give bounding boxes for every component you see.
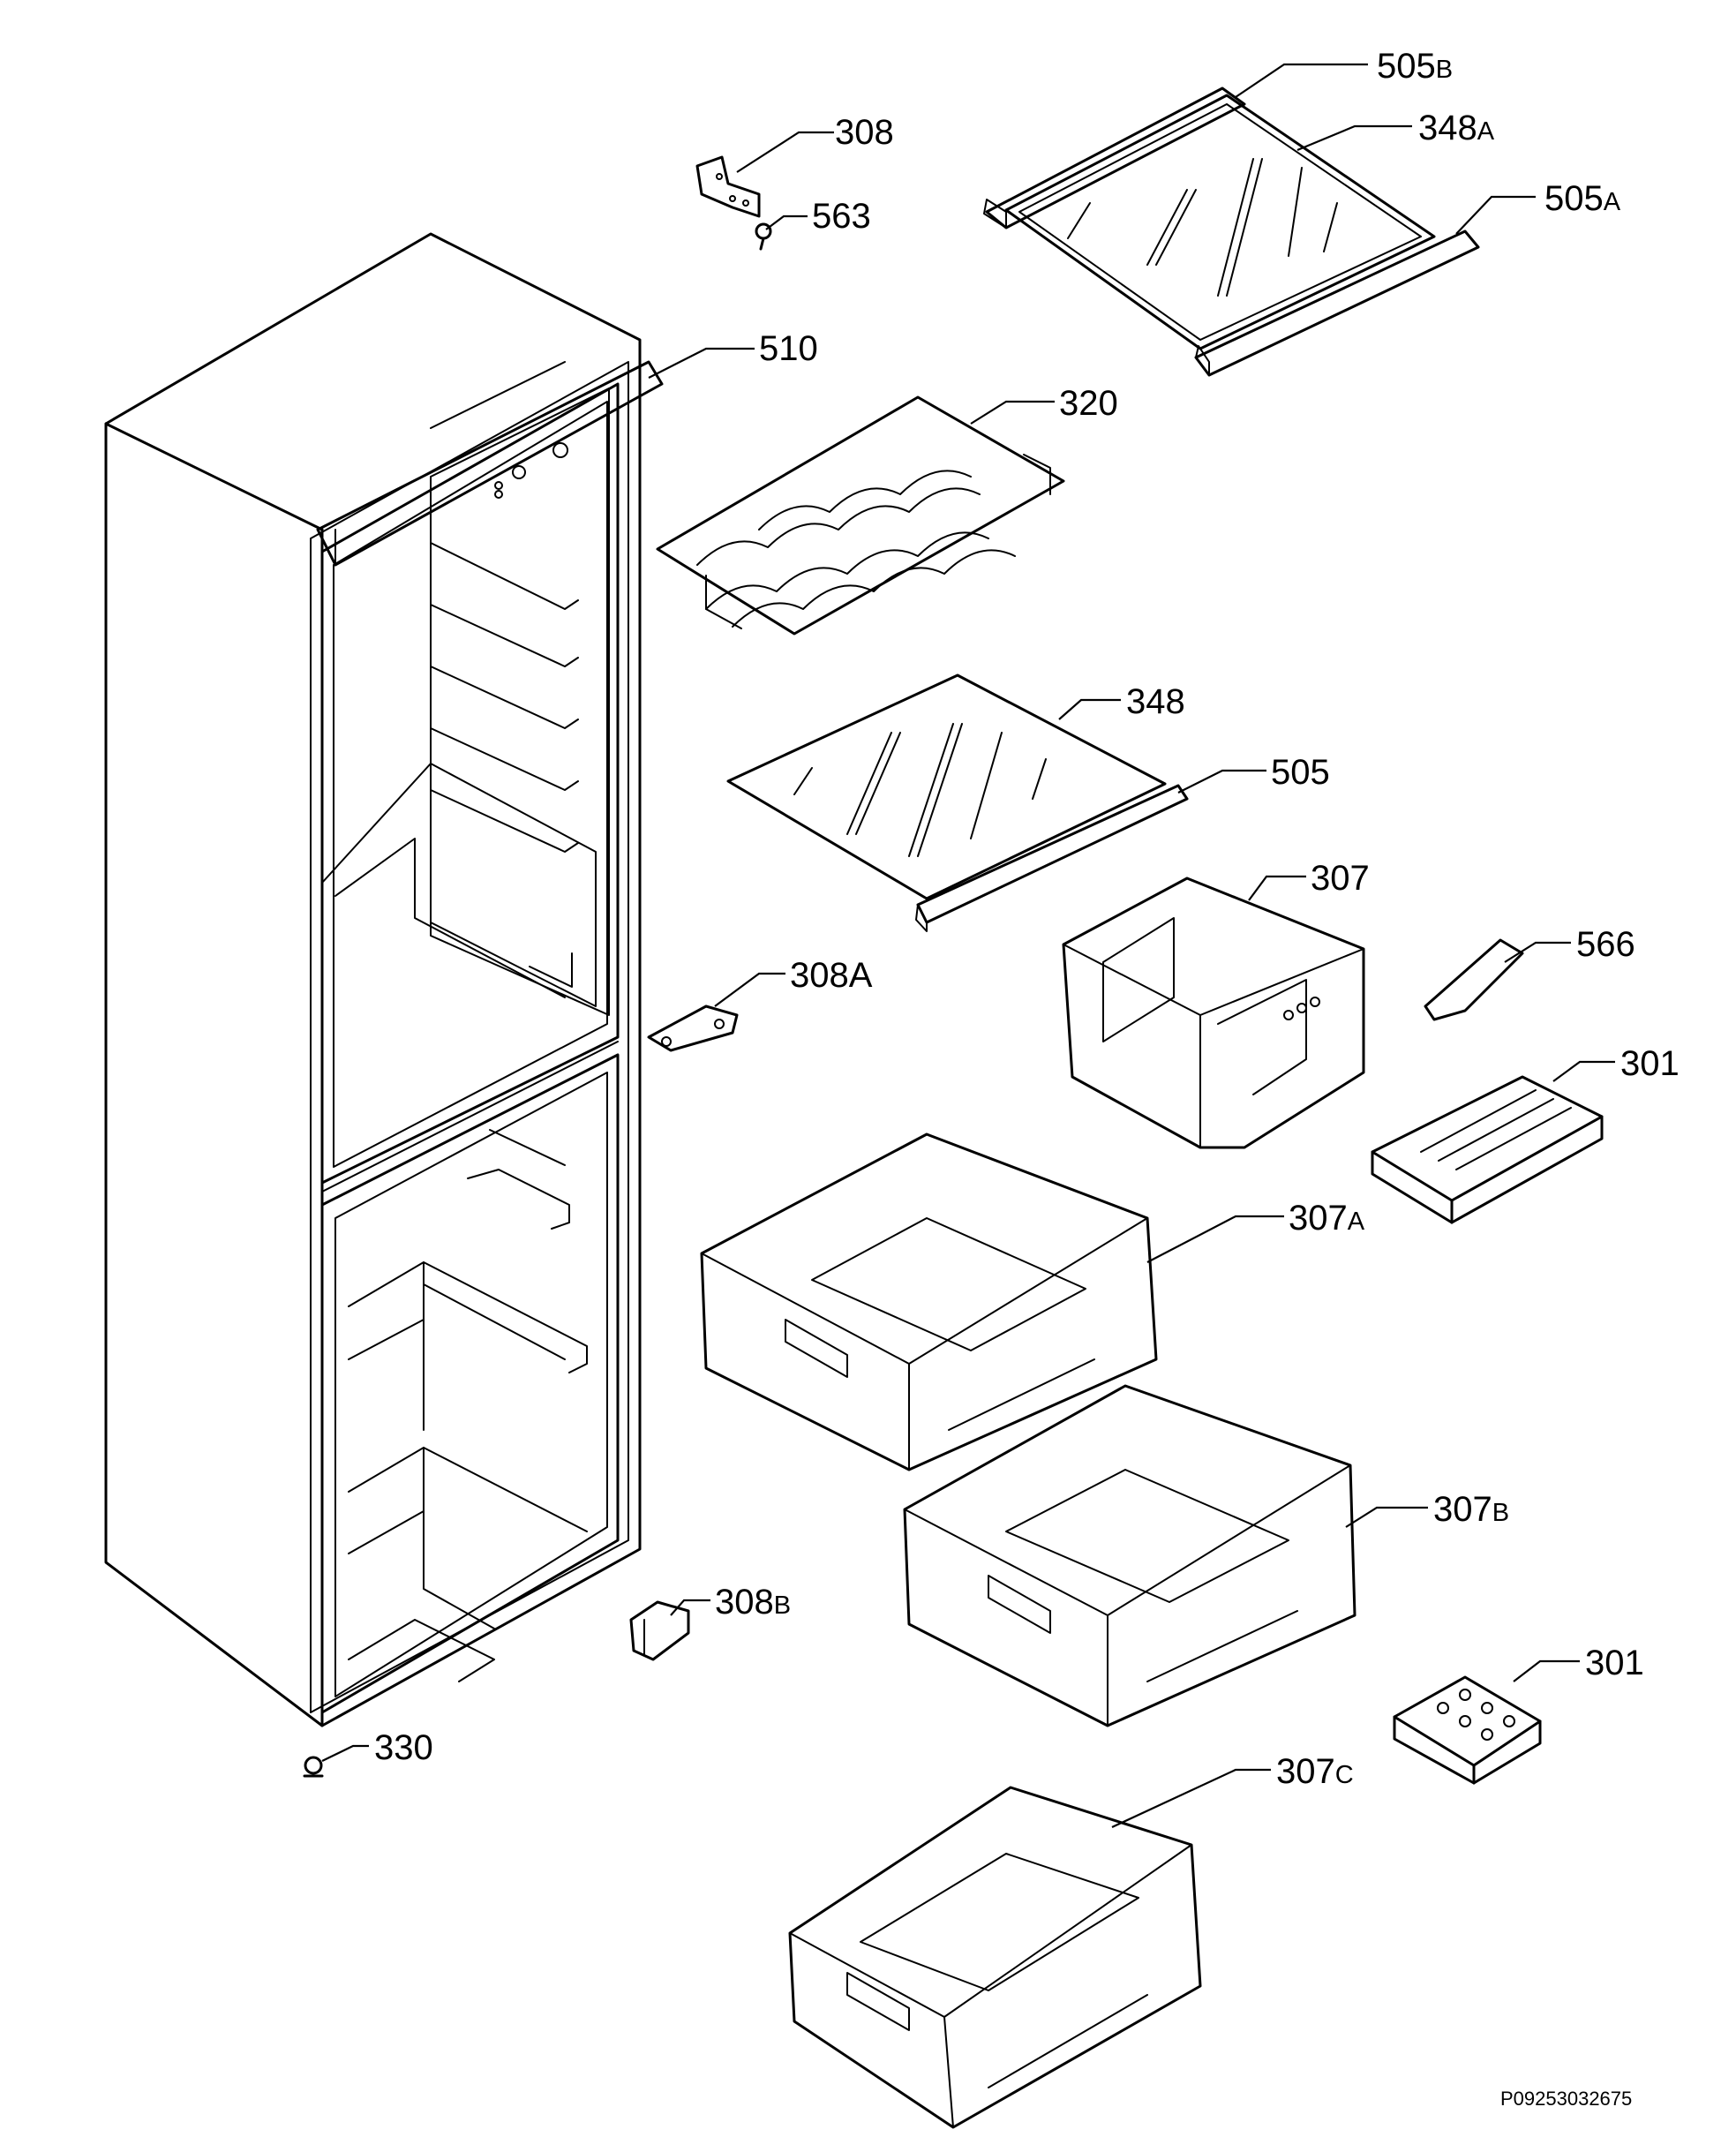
- top-hinge-part: [695, 155, 761, 218]
- refrigerator-cabinet: [104, 232, 664, 1727]
- small-drawer-part-307: [1062, 877, 1365, 1149]
- shelf-trim-part-505b: [983, 87, 1246, 229]
- label-308a: 308A: [790, 956, 873, 995]
- glass-shelf-part-348a: [1004, 94, 1436, 350]
- label-308: 308: [835, 113, 894, 152]
- shelf-trim-part-505: [915, 784, 1189, 932]
- bottom-drawer-part-307c: [788, 1786, 1202, 2129]
- bottom-hinge-part-308b: [629, 1600, 690, 1661]
- middle-hinge-part-308a: [647, 1005, 739, 1052]
- ice-cube-tray-part-301-bottom: [1393, 1675, 1542, 1785]
- label-348a: 348A: [1418, 109, 1495, 147]
- label-308b: 308B: [715, 1583, 791, 1622]
- label-320: 320: [1059, 384, 1118, 423]
- label-505b: 505B: [1377, 47, 1453, 86]
- leader-lines: [321, 63, 1615, 1828]
- label-301-bottom: 301: [1585, 1644, 1644, 1682]
- label-505: 505: [1271, 753, 1330, 792]
- wine-rack-part-320: [656, 395, 1065, 636]
- glass-shelf-part-348: [726, 673, 1167, 900]
- label-307a: 307A: [1289, 1199, 1365, 1238]
- label-348: 348: [1126, 682, 1185, 721]
- label-566: 566: [1576, 925, 1635, 964]
- screw-part-563: [755, 222, 772, 251]
- label-510: 510: [759, 329, 818, 368]
- shelf-trim-part-505a: [1194, 229, 1480, 377]
- label-307c: 307C: [1276, 1752, 1354, 1791]
- label-505a: 505A: [1544, 179, 1621, 218]
- ice-tray-part-301-top: [1371, 1075, 1604, 1224]
- label-563: 563: [812, 197, 871, 236]
- label-307: 307: [1311, 859, 1370, 898]
- clip-part-566: [1424, 938, 1524, 1021]
- large-drawer-part-307b: [903, 1384, 1356, 1727]
- adjustable-foot-part-330: [303, 1756, 324, 1778]
- label-301-top: 301: [1620, 1044, 1680, 1083]
- large-drawer-part-307a: [700, 1132, 1158, 1471]
- label-330: 330: [374, 1728, 433, 1767]
- part-labels: 308 563 505B 348A 505A 510 320 348 505 3…: [374, 47, 1680, 2110]
- label-307b: 307B: [1433, 1490, 1509, 1529]
- diagram-code: P09253032675: [1500, 2088, 1632, 2110]
